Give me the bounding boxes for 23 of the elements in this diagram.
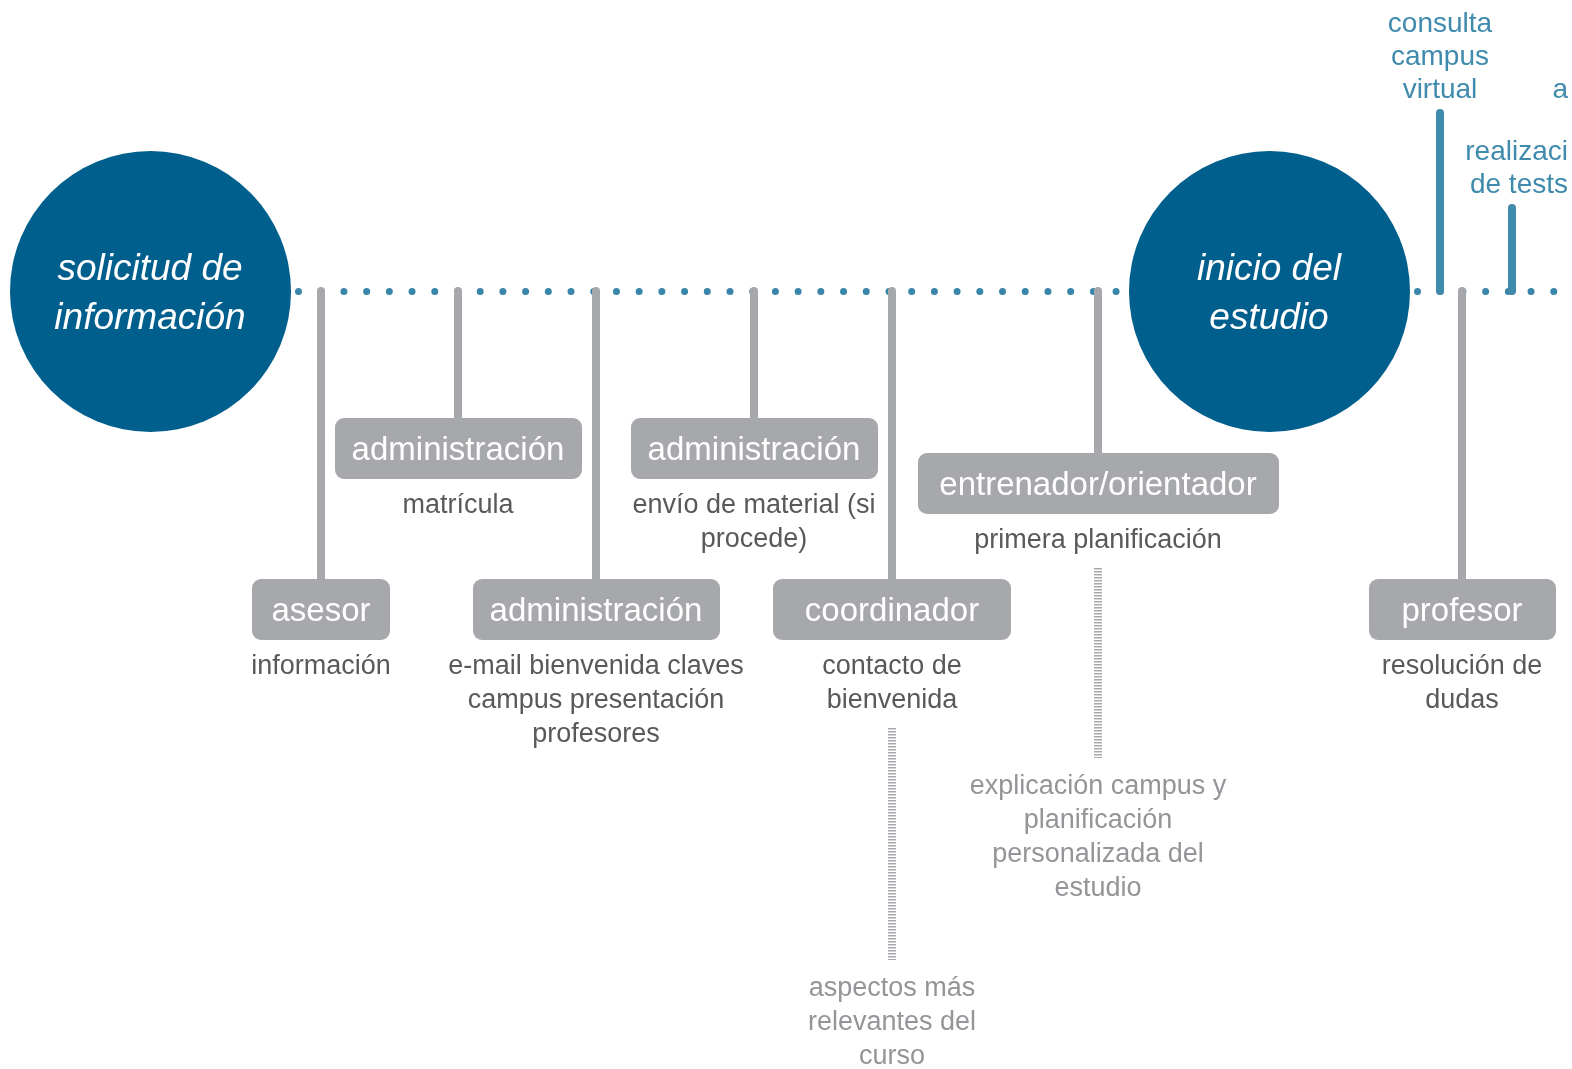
role-tag: coordinador [773, 579, 1011, 640]
activity-label: a [1552, 72, 1568, 105]
activity-label: consulta campus virtual [1375, 6, 1505, 105]
role-tag: asesor [252, 579, 390, 640]
role-tag: entrenador/orientador [917, 453, 1279, 514]
role-tag: administración [334, 418, 582, 479]
milestone-label: solicitud de información [53, 245, 247, 339]
role-tag: administración [630, 418, 878, 479]
task-description: información [250, 649, 392, 682]
task-description: primera planificación [973, 523, 1223, 556]
connector-line [1436, 109, 1444, 295]
task-description: e-mail bienvenida claves campus presentación profesores [447, 649, 745, 750]
connector-line [1508, 204, 1516, 295]
role-tag: administración [472, 579, 720, 640]
task-description: envío de material (si procede) [631, 488, 877, 555]
task-description: resolución de dudas [1380, 649, 1544, 716]
task-description: contacto de bienvenida [821, 649, 963, 716]
detail-note: aspectos más relevantes del curso [792, 970, 992, 1069]
milestone-label: inicio del estudio [1196, 245, 1343, 339]
activity-label: realizaci de tests [1456, 134, 1568, 200]
task-description: matrícula [401, 488, 515, 521]
role-tag: profesor [1368, 579, 1556, 640]
detail-note: explicación campus y planificación personalizada del estudio [968, 768, 1228, 904]
